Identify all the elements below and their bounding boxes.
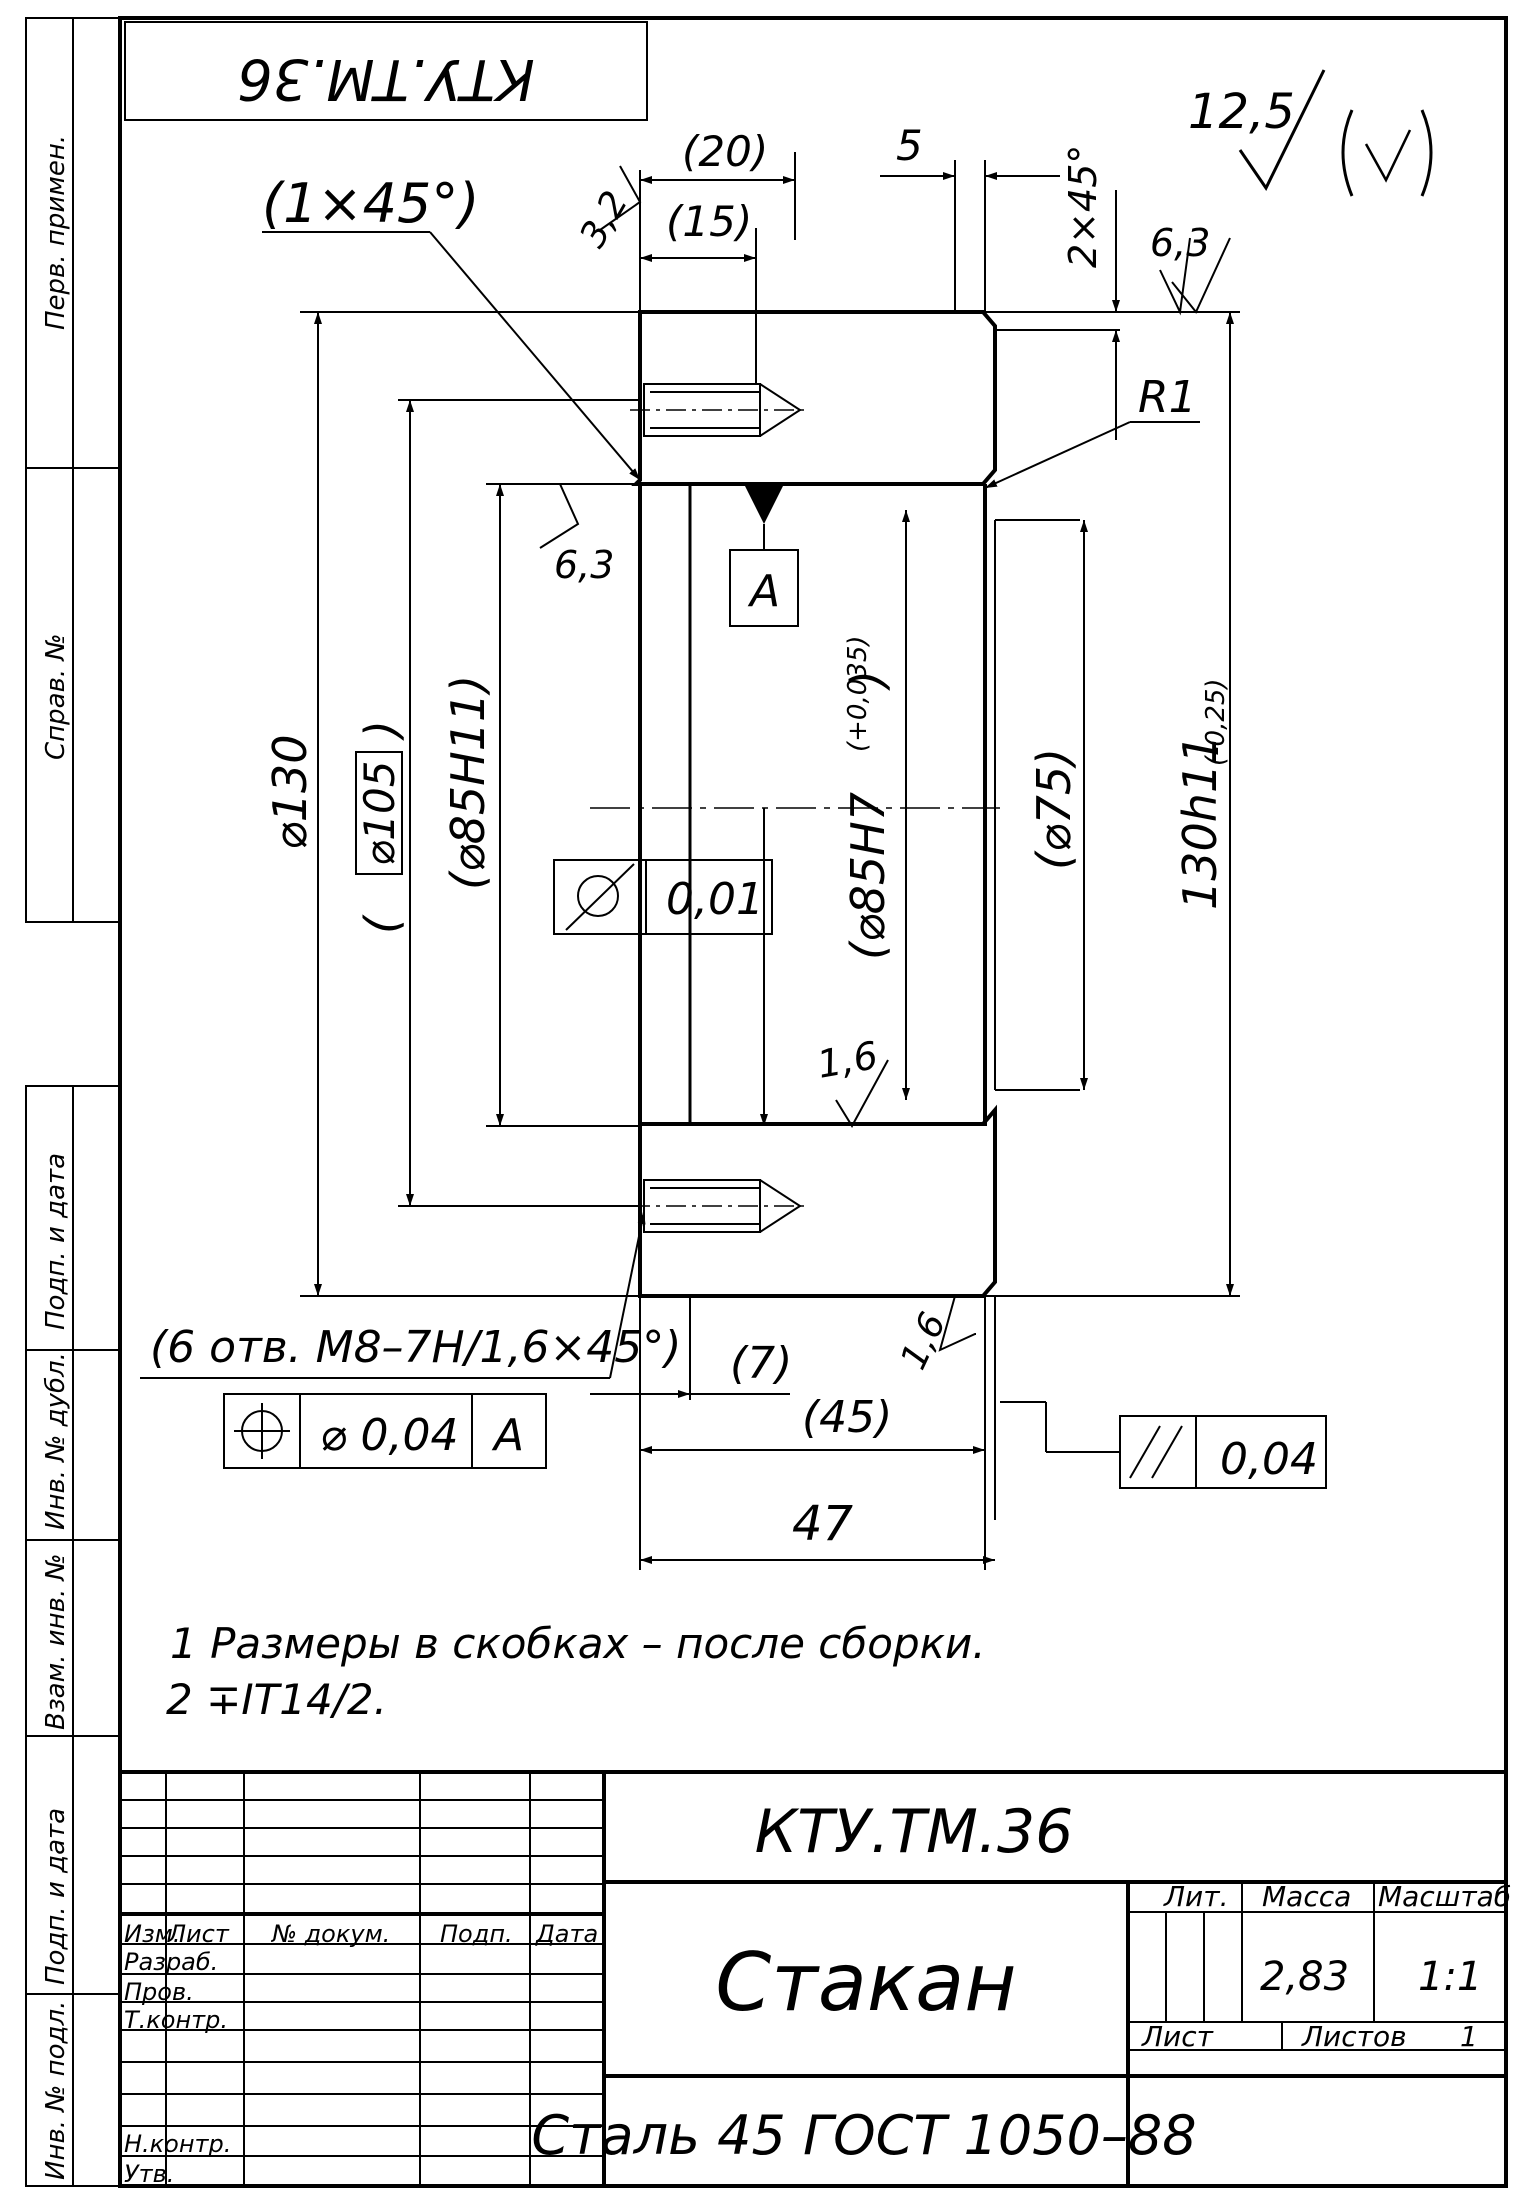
mass-value: 2,83 (1260, 1954, 1349, 2000)
svg-text:A: A (491, 1410, 524, 1461)
scale-label: Масштаб (1378, 1880, 1511, 1913)
svg-text:6,3: 6,3 (1150, 221, 1210, 265)
designation-inverted: КТУ.ТМ.36 (237, 46, 534, 111)
svg-text:1,6: 1,6 (814, 1033, 881, 1087)
dim-7: (7) (730, 1338, 792, 1389)
title-designation: КТУ.ТМ.36 (755, 1797, 1074, 1867)
dimension-lines (314, 172, 1234, 1564)
col-data: Дата (535, 1920, 598, 1948)
side-label-podp-data-2: Подп. и дата (41, 1808, 71, 1985)
datum-a: A (729, 484, 799, 627)
dim-h130: 130h11 (-0,25) (1173, 678, 1231, 910)
extension-lines (300, 152, 1240, 1570)
svg-text:⌀105: ⌀105 (355, 761, 404, 866)
dim-dia85h11: (⌀85H11) (441, 675, 495, 890)
dim-chamfer-2x45: 2×45° (1061, 145, 1105, 268)
dim-15: (15) (666, 197, 752, 246)
runout-frame: 0,01 (553, 859, 773, 935)
svg-text:(+0,035): (+0,035) (843, 635, 873, 752)
role-prov: Пров. (124, 1978, 194, 2006)
note-1: 1 Размеры в скобках – после сборки. (170, 1619, 986, 1668)
svg-text:6,3: 6,3 (554, 543, 614, 587)
side-label-podp-data: Подп. и дата (41, 1153, 71, 1330)
svg-text:12,5: 12,5 (1188, 84, 1295, 140)
svg-text:1,6: 1,6 (893, 1307, 954, 1376)
role-tkontr: Т.контр. (124, 2006, 228, 2034)
svg-text:A: A (747, 566, 780, 617)
role-utv: Утв. (124, 2160, 174, 2188)
svg-text:0,01: 0,01 (666, 874, 764, 925)
holes-note: (6 отв. M8–7H/1,6×45°) (150, 1322, 681, 1373)
role-nkontr: Н.контр. (124, 2130, 231, 2158)
mass-label: Масса (1262, 1880, 1351, 1913)
svg-text:): ) (841, 670, 895, 691)
sheets-label: Листов (1301, 2020, 1407, 2053)
role-razrab: Разраб. (124, 1948, 218, 1976)
dim-chamfer-1x45: (1×45°) (262, 172, 479, 235)
sheets-value: 1 (1460, 2020, 1478, 2053)
col-izm: Изм. (124, 1920, 180, 1948)
dim-dia75: (⌀75) (1027, 748, 1081, 870)
dim-dia130: ⌀130 (263, 735, 317, 851)
svg-text:⌀ 0,04: ⌀ 0,04 (320, 1410, 458, 1461)
parallel-frame: 0,04 (1000, 1401, 1327, 1489)
svg-text:(-0,25): (-0,25) (1201, 678, 1231, 766)
title-block (120, 1770, 1506, 2186)
side-label-sprav-no: Справ. № (41, 634, 71, 760)
note-2: 2 ∓IT14/2. (166, 1675, 387, 1724)
sheet-frame (25, 16, 1508, 2188)
part-section (590, 310, 1080, 1298)
side-label-vzam-inv: Взам. инв. № (41, 1553, 71, 1730)
col-podp: Подп. (440, 1920, 513, 1948)
svg-text:0,04: 0,04 (1220, 1434, 1318, 1485)
dim-5: 5 (896, 121, 923, 170)
dim-dia105: ( ⌀105 ) (355, 720, 409, 934)
dim-45: (45) (802, 1392, 892, 1443)
dim-47: 47 (792, 1496, 854, 1552)
col-list: Лист (167, 1920, 230, 1948)
scale-value: 1:1 (1418, 1954, 1482, 2000)
roughness-general: 12,5 (1188, 69, 1433, 197)
svg-text:3,2: 3,2 (572, 184, 636, 254)
side-label-inv-podl: Инв. № подл. (41, 2001, 71, 2180)
svg-text:(⌀85H7: (⌀85H7 (841, 792, 895, 960)
title-material: Сталь 45 ГОСТ 1050–88 (531, 2104, 1196, 2167)
dim-20: (20) (682, 127, 768, 176)
dim-dia85h7: (⌀85H7 (+0,035) ) (841, 635, 895, 960)
svg-text:(: ( (355, 914, 409, 934)
side-label-perv-primen: Перв. примен. (41, 135, 71, 330)
side-label-inv-dubl: Инв. № дубл. (41, 1352, 71, 1530)
dim-r1: R1 (1138, 372, 1197, 423)
col-doc: № докум. (270, 1920, 390, 1948)
title-name: Стакан (715, 1936, 1016, 2029)
position-frame: ⌀ 0,04 A (223, 1393, 547, 1469)
svg-text:): ) (355, 720, 409, 741)
sheet-label: Лист (1141, 2020, 1214, 2053)
lit-label: Лит. (1163, 1880, 1228, 1913)
svg-text:130h11: 130h11 (1173, 735, 1227, 911)
